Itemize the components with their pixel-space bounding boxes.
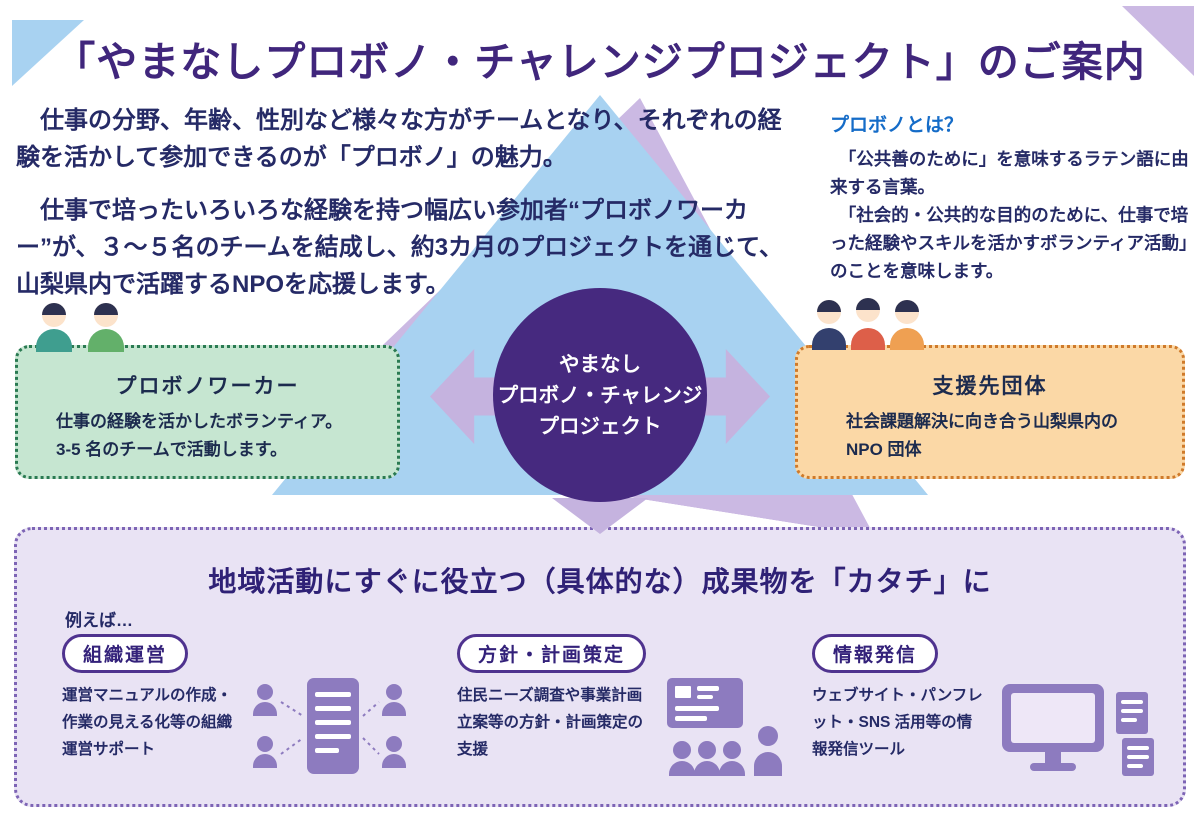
npo-box-title: 支援先団体: [932, 375, 1048, 398]
npo-box-line-1: 社会課題解決に向き合う山梨県内の: [846, 412, 1118, 431]
badge-organization: 組織運営: [62, 634, 189, 673]
outcomes-title: 地域活動にすぐに役立つ（具体的な）成果物を「カタチ」に: [208, 566, 992, 597]
intro-paragraph-2: 仕事で培ったいろいろな経験を持つ幅広い参加者“プロボノワーカー”が、３〜５名のチ…: [16, 197, 783, 298]
three-people-icon: [812, 298, 924, 350]
project-circle: やまなし プロボノ・チャレンジ プロジェクト: [493, 288, 707, 502]
intro-paragraph-1: 仕事の分野、年齢、性別など様々な方がチームとなり、それぞれの経験を活かして参加で…: [16, 107, 782, 171]
worker-box-line-1: 仕事の経験を活かしたボランティア。: [56, 412, 343, 431]
probono-worker-box: プロボノワーカー 仕事の経験を活かしたボランティア。 3-5 名のチームで活動し…: [15, 345, 400, 479]
media-description: ウェブサイト・パンフレット・SNS 活用等の情報発信ツール: [812, 687, 983, 758]
probono-definition-note: プロボノとは？ 「公共善のために」を意味するラテン語に由来する言葉。 「社会的・…: [830, 110, 1192, 285]
badge-media: 情報発信: [812, 634, 939, 673]
npo-box-line-2: NPO 団体: [846, 440, 922, 459]
document-with-team-icon: [253, 678, 406, 774]
npo-box-text: 社会課題解決に向き合う山梨県内の NPO 団体: [846, 408, 1182, 464]
project-circle-line-2: プロボノ・チャレンジ: [497, 383, 703, 407]
outcomes-panel: 地域活動にすぐに役立つ（具体的な）成果物を「カタチ」に 例えば… 組織運営 運営…: [14, 527, 1186, 807]
worker-box-text: 仕事の経験を活かしたボランティア。 3-5 名のチームで活動します。: [56, 408, 397, 464]
note-body-1: 「公共善のために」を意味するラテン語に由来する言葉。: [830, 149, 1189, 197]
badge-planning: 方針・計画策定: [457, 634, 647, 673]
worker-box-title: プロボノワーカー: [115, 375, 300, 398]
computer-and-documents-icon: [1002, 684, 1154, 776]
organization-description: 運営マニュアルの作成・作業の見える化等の組織運営サポート: [62, 687, 233, 758]
two-people-icon: [36, 303, 124, 352]
project-circle-line-3: プロジェクト: [538, 414, 662, 438]
outcomes-lead: 例えば…: [65, 611, 133, 630]
project-circle-line-1: やまなし: [559, 352, 641, 376]
intro-text: 仕事の分野、年齢、性別など様々な方がチームとなり、それぞれの経験を活かして参加で…: [16, 102, 792, 303]
planning-description: 住民ニーズ調査や事業計画立案等の方針・計画策定の支援: [457, 687, 644, 758]
note-heading: プロボノとは？: [830, 115, 964, 136]
presentation-meeting-icon: [667, 678, 782, 776]
page-title: 「やまなしプロボノ・チャレンジプロジェクト」のご案内: [54, 39, 1146, 85]
supported-npo-box: 支援先団体 社会課題解決に向き合う山梨県内の NPO 団体: [795, 345, 1185, 479]
worker-box-line-2: 3-5 名のチームで活動します。: [56, 440, 288, 459]
note-body-2: 「社会的・公共的な目的のために、仕事で培った経験やスキルを活かすボランティア活動…: [830, 205, 1189, 281]
